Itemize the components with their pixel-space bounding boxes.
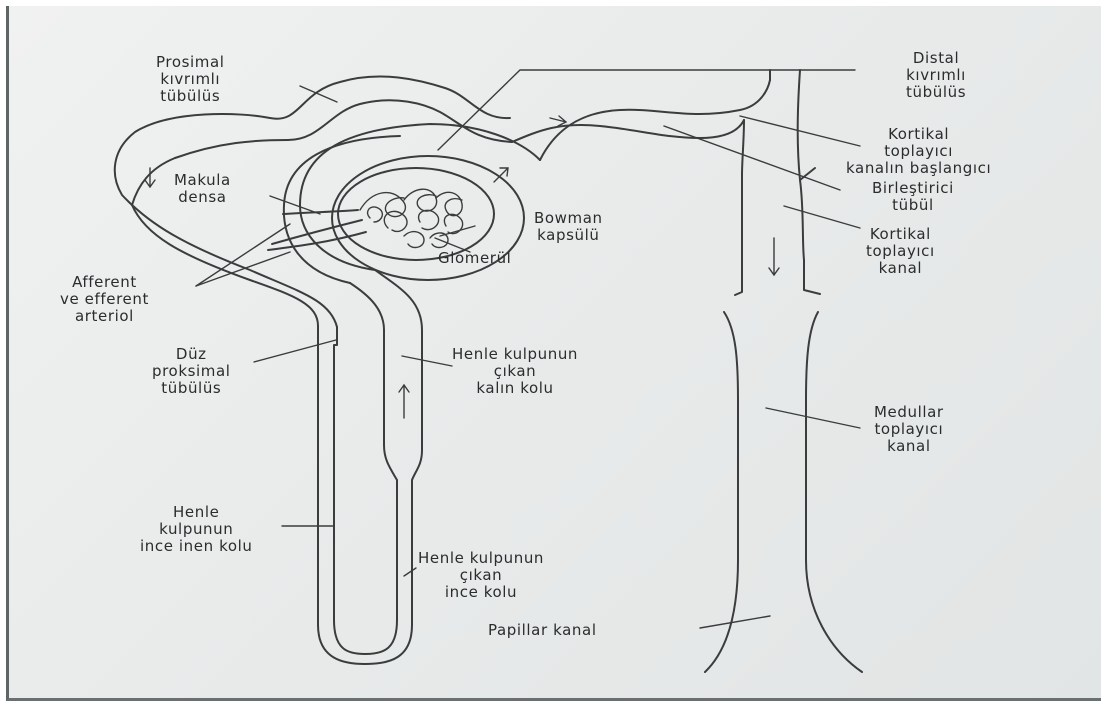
ascending-thick-outer xyxy=(365,270,422,664)
label-henle-ince-inen-kolu: Henle kulpunun ince inen kolu xyxy=(140,504,253,555)
label-birlestirici-tubul: Birleştirici tübül xyxy=(872,180,954,214)
cortical-collecting-left xyxy=(735,120,744,295)
label-henle-cikan-ince-kolu: Henle kulpunun çıkan ince kolu xyxy=(418,550,544,601)
arteriole-lower xyxy=(283,210,358,214)
label-kortikal-toplayici-kanal: Kortikal toplayıcı kanal xyxy=(866,226,935,277)
label-prosimal-kivrimli-tubulus: Prosimal kıvrımlı tübülüs xyxy=(156,54,225,105)
label-distal-kivrimli-tubulus: Distal kıvrımlı tübülüs xyxy=(906,50,966,101)
medullary-collecting-left xyxy=(705,312,738,672)
medullary-collecting-right xyxy=(806,312,862,672)
ascending-thick-inner xyxy=(350,283,397,654)
label-henle-cikan-kalin-kolu: Henle kulpunun çıkan kalın kolu xyxy=(452,346,578,397)
label-kortikal-toplayici-kanalin-baslangici: Kortikal toplayıcı kanalın başlangıcı xyxy=(846,126,991,177)
label-duz-proksimal-tubulus: Düz proksimal tübülüs xyxy=(152,346,231,397)
descending-limb-outer xyxy=(334,327,365,654)
label-afferent-ve-efferent-arteriol: Afferent ve efferent arteriol xyxy=(60,274,149,325)
label-medullar-toplayici-kanal: Medullar toplayıcı kanal xyxy=(874,404,944,455)
bowman-capsule-inner xyxy=(338,168,494,260)
glomerulus-tuft xyxy=(360,189,463,247)
label-glomerul: Glomerül xyxy=(438,250,511,267)
label-papillar-kanal: Papillar kanal xyxy=(488,622,597,639)
distal-convoluted-outer xyxy=(540,80,770,160)
cortical-collecting-right xyxy=(770,70,820,294)
distal-convoluted-inner xyxy=(512,120,744,142)
label-makula-densa: Makula densa xyxy=(174,172,231,206)
descending-limb-inner xyxy=(318,326,365,664)
label-bowman-kapsulu: Bowman kapsülü xyxy=(534,210,603,244)
